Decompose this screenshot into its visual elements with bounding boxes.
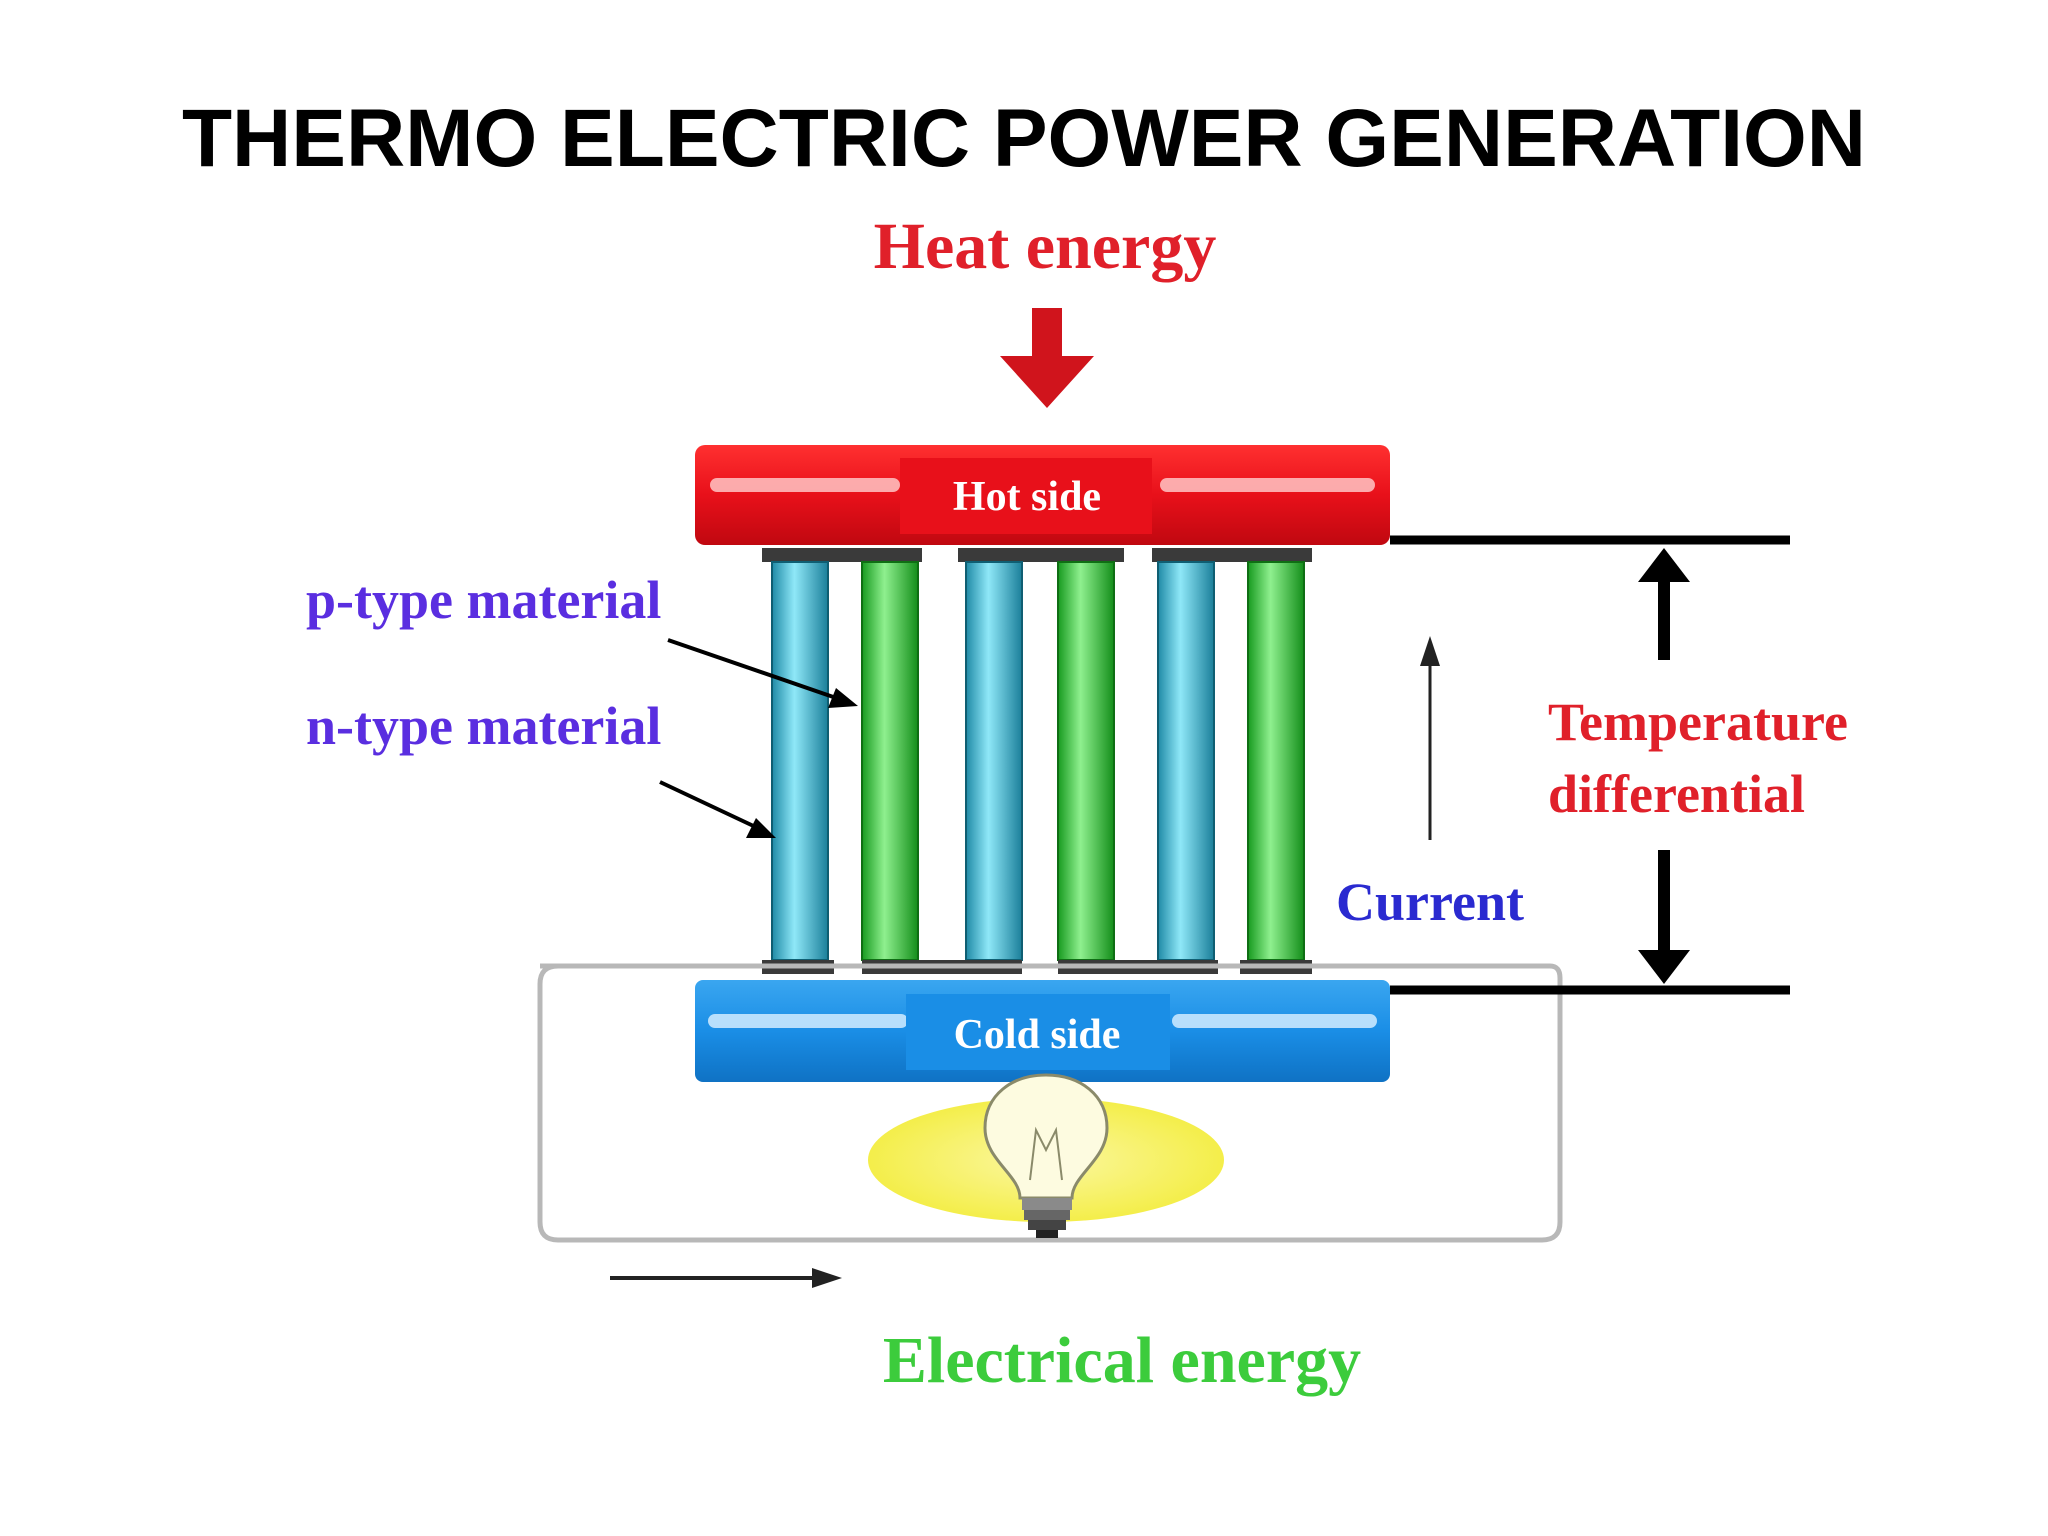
cold-side-label: Cold side [954,1012,1121,1058]
electrical-energy-label: Electrical energy [883,1324,1361,1397]
n-type-leg [1157,561,1215,961]
circuit-wire [537,963,1563,1243]
slide-title: THERMO ELECTRIC POWER GENERATION [181,93,1867,184]
thermoelectric-legs [771,561,1305,961]
n-type-label: n-type material [306,696,661,756]
current-label: Current [1336,872,1524,932]
temperature-arrow-up-icon [1638,548,1690,660]
n-type-leg [965,561,1023,961]
p-type-label: p-type material [306,570,661,630]
electrical-flow-arrow-icon [610,1268,842,1288]
temperature-label-line2: differential [1548,764,1805,824]
heat-arrow-icon [1000,308,1094,408]
top-connectors [762,548,1312,562]
p-type-leg [1057,561,1115,961]
hot-side-label: Hot side [953,474,1101,520]
temperature-label-line1: Temperature [1548,692,1848,752]
n-type-leg [771,561,829,961]
p-type-leg [1247,561,1305,961]
current-arrow-icon [1420,636,1440,840]
hot-side-plate: Hot side [695,445,1390,545]
temperature-arrow-down-icon [1638,850,1690,984]
p-type-pointer-arrow [667,638,858,708]
light-bulb-icon [868,1073,1224,1238]
p-type-leg [861,561,919,961]
cold-side-plate: Cold side [695,980,1390,1082]
n-type-pointer-arrow [659,780,776,838]
heat-energy-label: Heat energy [874,210,1217,283]
